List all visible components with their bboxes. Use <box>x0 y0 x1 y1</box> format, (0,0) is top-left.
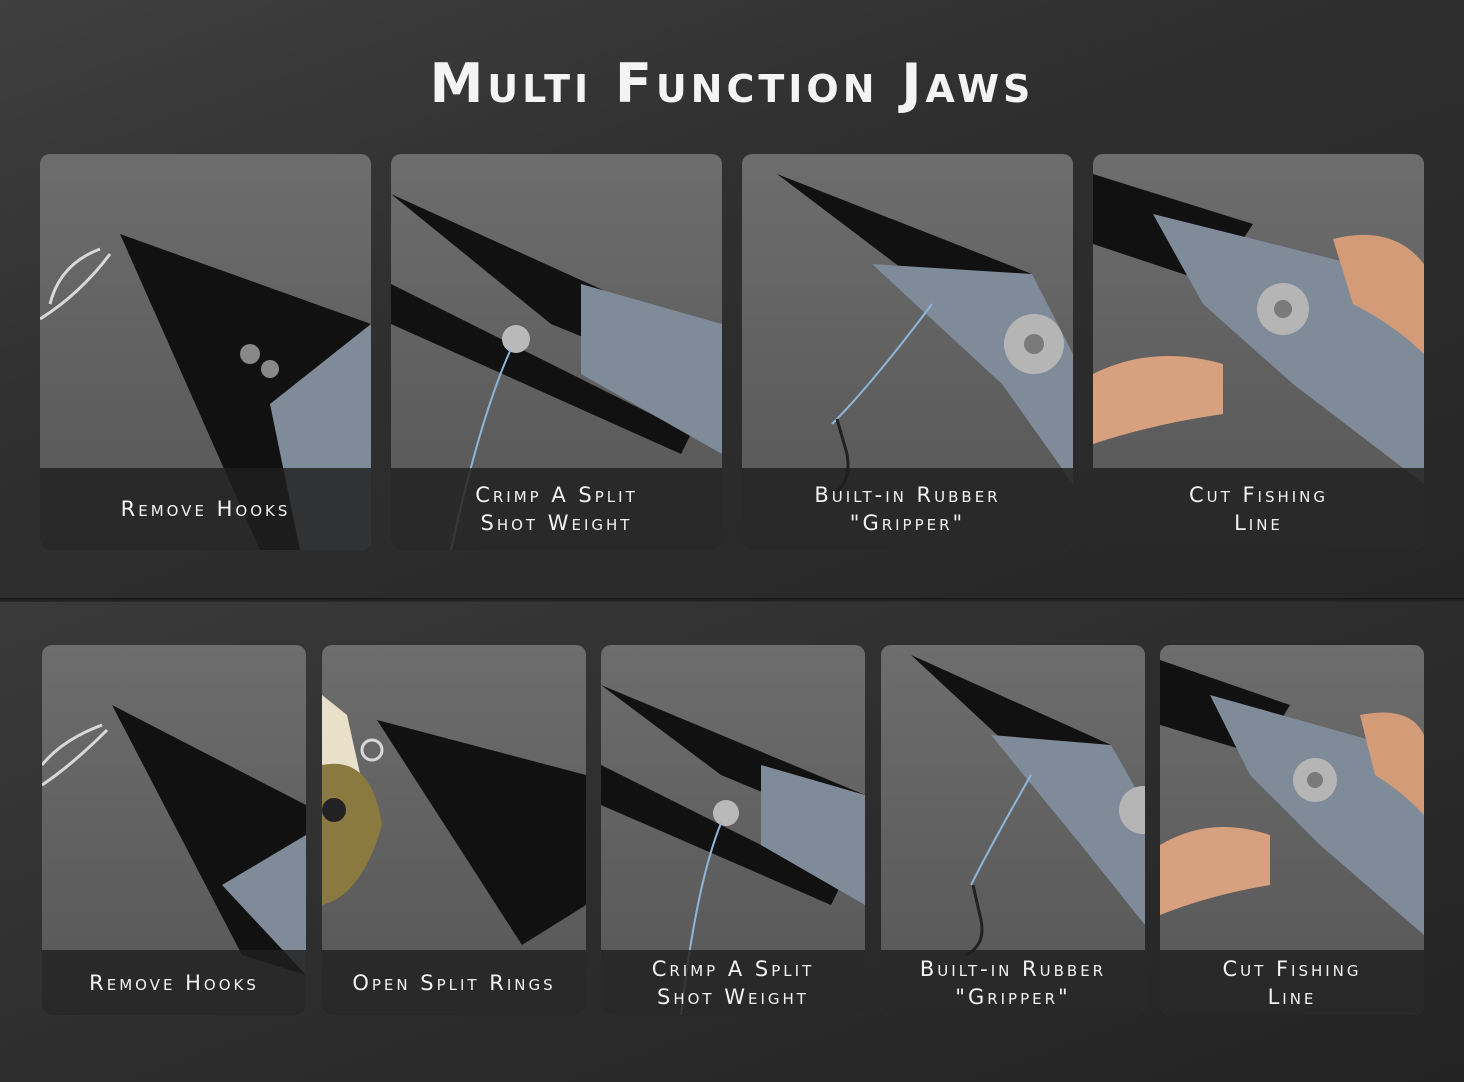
feature-card-rubber-gripper: Built-in Rubber "Gripper" <box>742 154 1073 550</box>
feature-card-crimp-split-shot: Crimp A Split Shot Weight <box>391 154 722 550</box>
feature-caption: Crimp A Split Shot Weight <box>601 950 865 1015</box>
feature-card-rubber-gripper-2: Built-in Rubber "Gripper" <box>881 645 1145 1015</box>
band-divider <box>0 598 1464 602</box>
feature-label: Open Split Rings <box>352 970 556 995</box>
feature-label: Built-in Rubber "Gripper" <box>814 483 1001 535</box>
feature-caption: Remove Hooks <box>42 950 306 1015</box>
feature-card-cut-fishing-line-2: Cut Fishing Line <box>1160 645 1424 1015</box>
feature-label: Crimp A Split Shot Weight <box>475 483 638 535</box>
feature-caption: Built-in Rubber "Gripper" <box>881 950 1145 1015</box>
feature-card-remove-hooks-2: Remove Hooks <box>42 645 306 1015</box>
page-title: Multi Function Jaws <box>429 52 1035 115</box>
feature-caption: Cut Fishing Line <box>1160 950 1424 1015</box>
feature-card-cut-fishing-line: Cut Fishing Line <box>1093 154 1424 550</box>
feature-label: Cut Fishing Line <box>1222 956 1362 1009</box>
feature-caption: Built-in Rubber "Gripper" <box>742 468 1073 550</box>
feature-label: Crimp A Split Shot Weight <box>651 956 815 1009</box>
feature-caption: Cut Fishing Line <box>1093 468 1424 550</box>
plier-split-shot-illustration <box>391 194 722 550</box>
feature-caption: Crimp A Split Shot Weight <box>391 468 722 550</box>
feature-label: Built-in Rubber "Gripper" <box>919 956 1107 1009</box>
feature-caption: Open Split Rings <box>322 950 586 1015</box>
feature-card-open-split-rings: Open Split Rings <box>322 645 586 1015</box>
plier-split-ring-illustration <box>322 695 586 945</box>
plier-split-shot-illustration <box>601 685 865 1015</box>
feature-label: Remove Hooks <box>89 970 259 995</box>
feature-card-remove-hooks: Remove Hooks <box>40 154 371 550</box>
feature-card-crimp-split-shot-2: Crimp A Split Shot Weight <box>601 645 865 1015</box>
plier-gripper-illustration <box>911 655 1145 957</box>
plier-cutter-illustration <box>1160 660 1424 935</box>
feature-label: Remove Hooks <box>120 497 291 521</box>
feature-caption: Remove Hooks <box>40 468 371 550</box>
plier-cutter-illustration <box>1093 174 1424 484</box>
feature-label: Cut Fishing Line <box>1188 483 1329 535</box>
plier-hook-illustration <box>42 705 306 975</box>
